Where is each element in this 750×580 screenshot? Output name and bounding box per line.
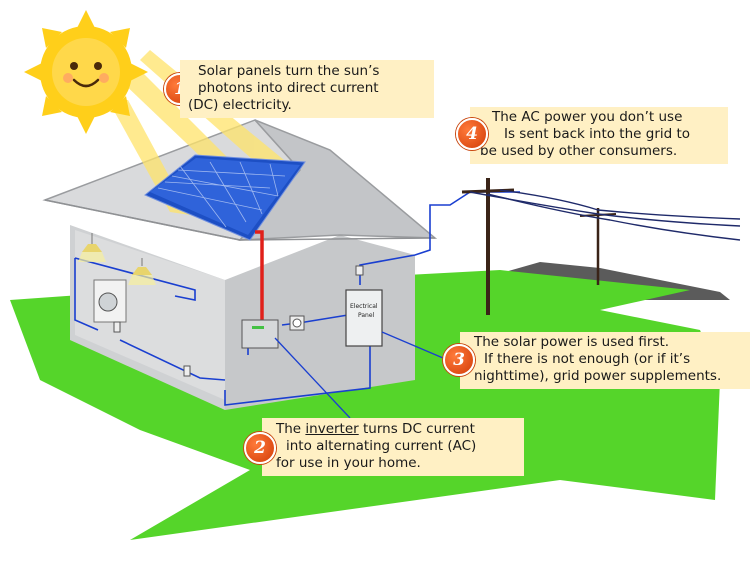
electrical-panel-label-2: Panel xyxy=(358,312,375,319)
callout-3-line-3: nighttime), grid power supplements. xyxy=(474,368,722,384)
callout-2-number-badge: 2 xyxy=(244,432,276,464)
callout-1-line-2: photons into direct current xyxy=(198,80,379,96)
callout-1-line-3: (DC) electricity. xyxy=(188,97,292,113)
electrical-panel-label-1: Electrical xyxy=(350,303,378,310)
outlet xyxy=(183,365,191,377)
callout-3-line-2: If there is not enough (or if it’s xyxy=(484,351,691,367)
callout-3-number-badge: 3 xyxy=(443,344,475,376)
callout-2-line-3: for use in your home. xyxy=(276,455,421,471)
meter-box xyxy=(289,315,305,331)
callout-4: The AC power you don’t use Is sent back … xyxy=(470,107,728,164)
outlet xyxy=(113,321,121,333)
callout-2: The inverter turns DC current into alter… xyxy=(262,418,524,476)
callout-4-line-3: be used by other consumers. xyxy=(480,143,678,159)
inverter-box xyxy=(241,319,279,349)
callout-2-post: turns DC current xyxy=(358,421,475,437)
appliance xyxy=(93,279,127,323)
electrical-panel: Electrical Panel xyxy=(345,289,383,347)
sun-graphic xyxy=(24,10,148,134)
house-roof-right xyxy=(238,119,438,241)
callout-2-pre: The xyxy=(276,421,306,437)
callout-pointers xyxy=(274,331,444,419)
house-interior xyxy=(75,230,225,400)
callout-4-number-badge: 4 xyxy=(456,118,488,150)
callout-1-line-1: Solar panels turn the sun’s xyxy=(198,63,380,79)
callout-2-line-1: The inverter turns DC current xyxy=(276,421,516,438)
callout-4-line-2: Is sent back into the grid to xyxy=(504,126,691,142)
callout-1: Solar panels turn the sun’s photons into… xyxy=(180,60,434,118)
house-front-wall xyxy=(225,235,415,410)
callout-2-underlined-term: inverter xyxy=(305,421,359,437)
ceiling-lamps xyxy=(78,233,156,285)
callout-3: The solar power is used first. If there … xyxy=(460,332,750,389)
outlet xyxy=(355,265,364,276)
callout-2-line-2: into alternating current (AC) xyxy=(286,438,477,454)
solar-panels xyxy=(144,154,306,241)
power-lines xyxy=(469,189,741,241)
callout-3-line-1: The solar power is used first. xyxy=(474,334,670,350)
dc-wire xyxy=(255,230,264,330)
callout-4-line-1: The AC power you don’t use xyxy=(492,109,683,125)
